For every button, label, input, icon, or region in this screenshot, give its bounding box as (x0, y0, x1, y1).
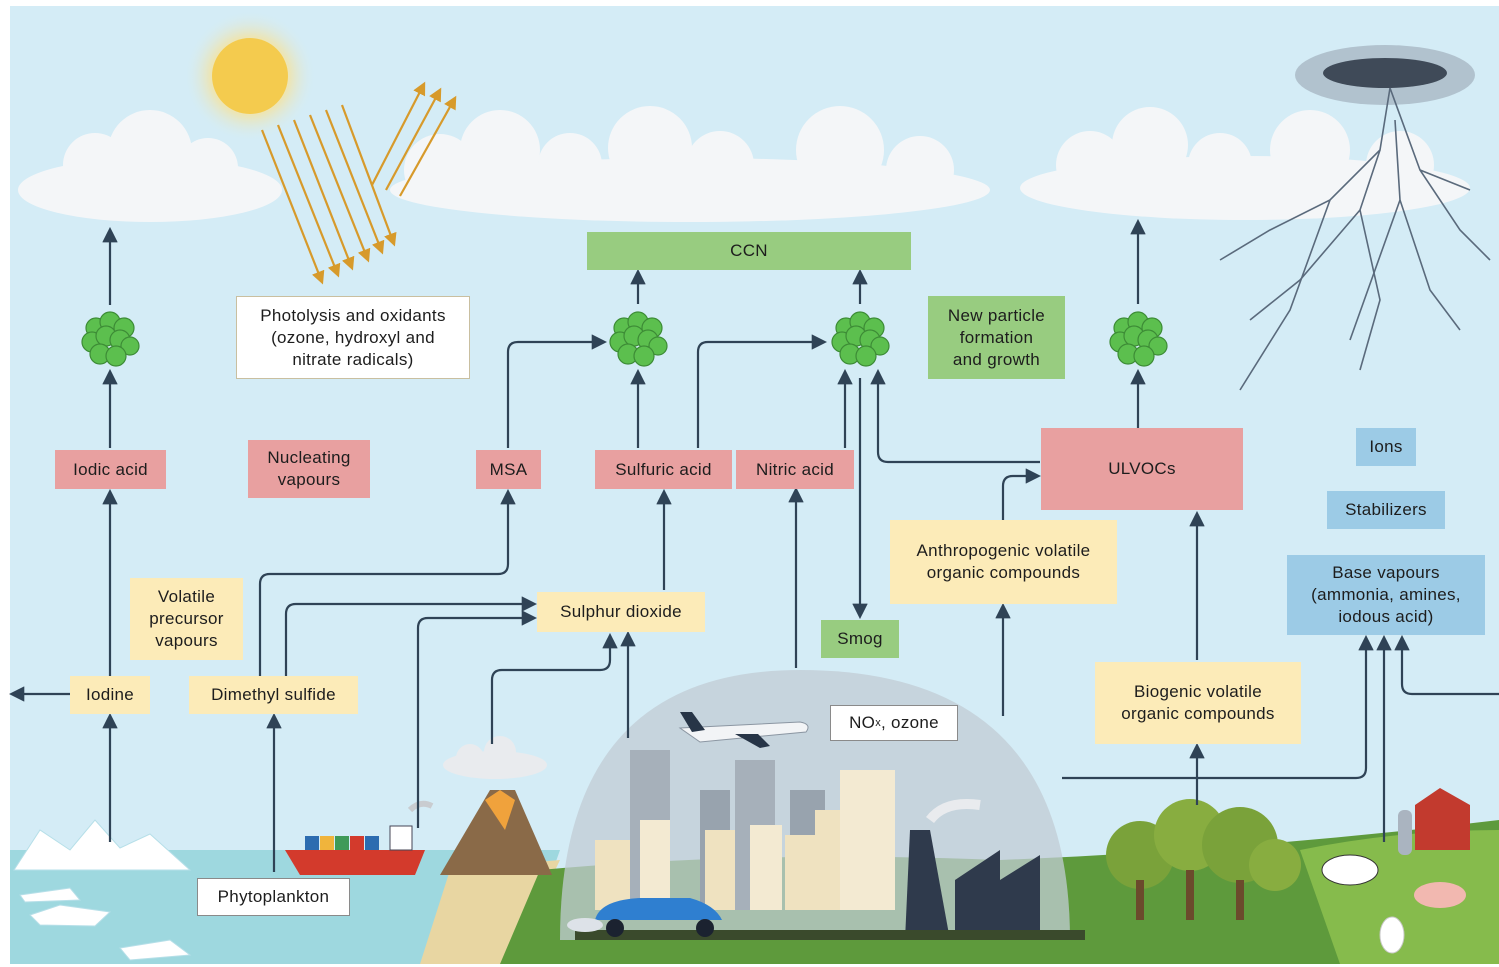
cloud-middle (390, 106, 990, 222)
label-ccn: CCN (587, 232, 911, 270)
label-iodine: Iodine (70, 676, 150, 714)
airplane-icon (678, 712, 809, 748)
label-ulvocs: ULVOCs (1041, 428, 1243, 510)
storm-cloud-icon (1295, 45, 1475, 105)
label-stabilizers: Stabilizers (1327, 491, 1445, 529)
label-base-vapours: Base vapours (ammonia, amines, iodous ac… (1287, 555, 1485, 635)
beach (420, 860, 560, 964)
nox-text: NO (849, 713, 876, 732)
lightning-icon (1219, 87, 1491, 391)
ship-icon (285, 800, 434, 875)
label-new-particle-formation: New particle formation and growth (928, 296, 1065, 379)
glacier-icon (13, 819, 192, 961)
label-anthropogenic-vocs: Anthropogenic volatile organic compounds (890, 520, 1117, 604)
sun-icon (184, 10, 316, 142)
label-dimethyl-sulfide: Dimethyl sulfide (189, 676, 358, 714)
label-volatile-precursor-vapours: Volatile precursor vapours (130, 578, 243, 660)
label-biogenic-vocs: Biogenic volatile organic compounds (1095, 662, 1301, 744)
trees-icon (1106, 799, 1301, 920)
flow-arrows (8, 218, 1499, 872)
sunlight-rays (260, 81, 457, 285)
ozone-text: , ozone (881, 713, 939, 732)
label-iodic-acid: Iodic acid (55, 450, 166, 489)
nox-subscript: x (875, 717, 882, 729)
label-smog: Smog (821, 620, 899, 658)
label-ions: Ions (1356, 428, 1416, 466)
label-msa: MSA (476, 450, 541, 489)
label-phytoplankton: Phytoplankton (197, 878, 350, 916)
label-sulfuric-acid: Sulfuric acid (595, 450, 732, 489)
car-icon (567, 898, 722, 937)
cloud-left (18, 110, 282, 222)
label-nucleating-vapours: Nucleating vapours (248, 440, 370, 498)
volcano-icon (440, 736, 552, 875)
label-nitric-acid: Nitric acid (736, 450, 854, 489)
label-photolysis: Photolysis and oxidants (ozone, hydroxyl… (236, 296, 470, 379)
label-sulphur-dioxide: Sulphur dioxide (537, 592, 705, 632)
farm-icon (1321, 788, 1470, 954)
